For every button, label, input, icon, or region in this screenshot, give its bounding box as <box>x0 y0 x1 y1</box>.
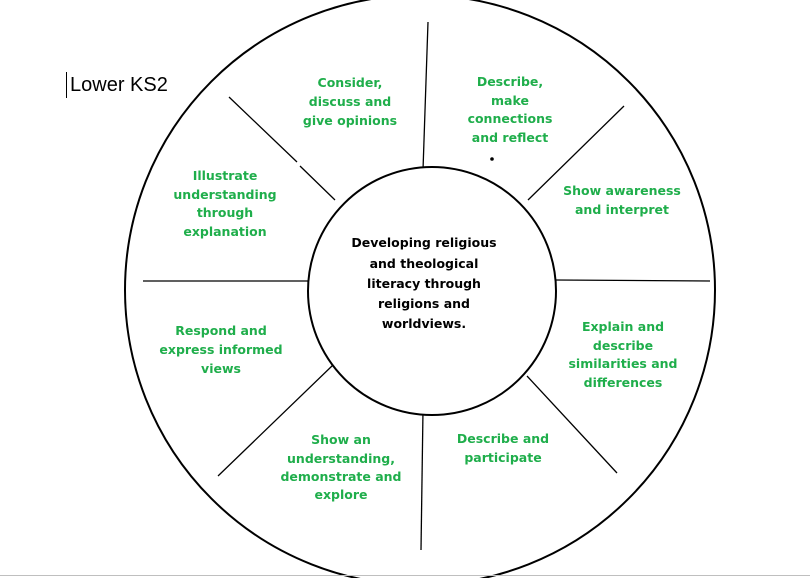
segment-label-line: participate <box>464 450 541 465</box>
segment-label-line: views <box>201 361 241 376</box>
segment-describe-reflect: Describe, make connections and reflect <box>468 74 553 145</box>
segment-label-line: demonstrate and <box>280 469 401 484</box>
spoke-top <box>422 21 429 171</box>
segment-label-line: understanding, <box>287 451 395 466</box>
segment-awareness: Show awareness and interpret <box>563 183 681 217</box>
segment-label-line: describe <box>593 338 653 353</box>
center-line: Developing religious <box>351 235 496 250</box>
segment-label-line: and reflect <box>472 130 548 145</box>
center-line: and theological <box>370 256 479 271</box>
center-text: Developing religious and theological lit… <box>351 235 496 331</box>
segment-consider: Consider, discuss and give opinions <box>303 75 397 128</box>
outer-circle <box>124 0 716 578</box>
segment-label-line: Consider, <box>318 75 383 90</box>
segment-label-line: discuss and <box>309 94 392 109</box>
page-bottom-rule <box>0 575 810 576</box>
segment-label-line: Describe and <box>457 431 549 446</box>
spoke-bottom-right <box>526 375 618 474</box>
segment-label-line: Respond and <box>175 323 267 338</box>
segment-label-line: Show an <box>311 432 371 447</box>
spoke-right <box>554 279 711 282</box>
segment-label-line: Explain and <box>582 319 664 334</box>
center-line: literacy through <box>367 276 481 291</box>
segment-label-line: Illustrate <box>193 168 258 183</box>
segment-label-line: explore <box>314 487 367 502</box>
segment-label-line: Describe, <box>477 74 543 89</box>
segment-understanding-explore: Show an understanding, demonstrate and e… <box>280 432 401 502</box>
segment-label-line: make <box>491 93 529 108</box>
segment-label-line: and interpret <box>575 202 669 217</box>
spoke-bottom-left <box>217 364 334 477</box>
page-title: Lower KS2 <box>66 72 168 98</box>
segment-participate: Describe and participate <box>457 431 549 465</box>
segment-label-line: explanation <box>183 224 266 239</box>
segment-label-line: differences <box>584 375 663 390</box>
segment-illustrate: Illustrate understanding through explana… <box>173 168 276 239</box>
segment-respond: Respond and express informed views <box>159 323 282 376</box>
spoke-top-right <box>527 105 625 201</box>
center-line: religions and <box>378 296 470 311</box>
center-line: worldviews. <box>382 316 466 331</box>
segment-label-line: Show awareness <box>563 183 681 198</box>
segment-label-line: express informed <box>159 342 282 357</box>
spoke-bottom <box>420 409 424 551</box>
segment-label-line: through <box>197 205 253 220</box>
segment-label-line: give opinions <box>303 113 397 128</box>
segment-explain-describe: Explain and describe similarities and di… <box>568 319 677 390</box>
segment-label-line: connections <box>468 111 553 126</box>
segment-label-line: understanding <box>173 187 276 202</box>
spoke-top-left-lower <box>299 165 336 201</box>
spoke-top-left-upper <box>228 96 298 163</box>
segment-label-line: similarities and <box>568 356 677 371</box>
center-circle <box>307 166 557 416</box>
stray-dot <box>490 157 494 161</box>
